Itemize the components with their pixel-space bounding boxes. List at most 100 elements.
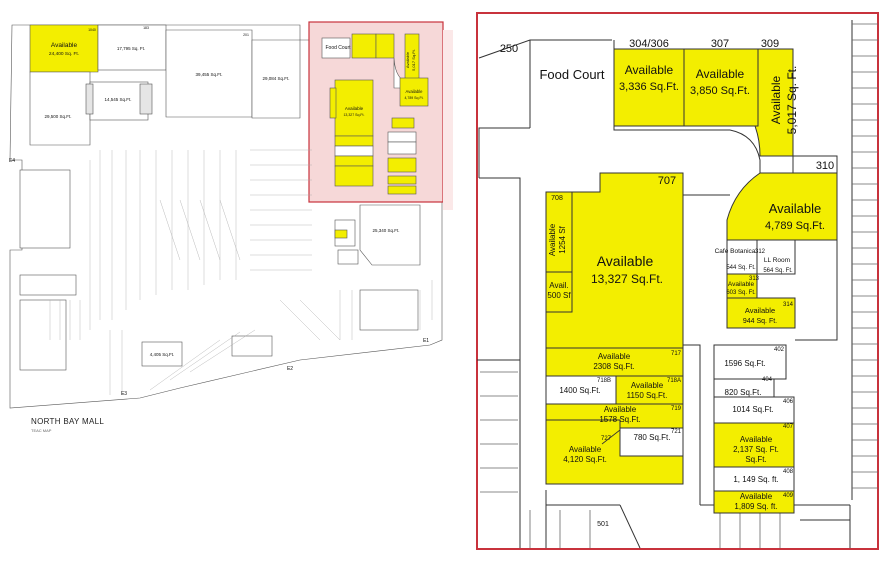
available-label: Available (769, 75, 783, 124)
unit-number: 409 (783, 493, 794, 499)
unit-number: 250 (500, 43, 518, 55)
unit-number: 727 (601, 436, 612, 442)
unit-size: 3,850 Sq.Ft. (690, 85, 750, 97)
unit-size: 500 Sf (547, 291, 571, 300)
anchor-available (29, 24, 99, 73)
unit-313 (726, 273, 758, 299)
unit-size: 3,336 Sq.Ft. (619, 81, 679, 93)
unit-avail-500 (545, 271, 573, 313)
map-subtitle: TEAC MAP (31, 428, 52, 433)
unit-number: 408 (783, 469, 794, 475)
overview-map (9, 21, 453, 409)
available-label: Available (625, 63, 674, 77)
unit-number: 718B (597, 378, 611, 384)
east-wall-ticks (480, 23, 878, 548)
unit-size: 13,327 Sq.Ft. (591, 272, 663, 286)
entrance-label: E3 (121, 391, 127, 397)
unit-number: 721 (671, 429, 682, 435)
unit-size: 1254 Sf (558, 225, 567, 253)
unit-309 (754, 48, 794, 157)
available-label: Available (745, 306, 775, 315)
available-label: Available (604, 405, 637, 414)
entrance-label: E4 (9, 158, 15, 164)
tenant-name: LL Room (764, 257, 790, 264)
unit-number: 718A (667, 378, 681, 384)
overview-space-size: 5,017 Sq.Ft. (411, 49, 416, 71)
overview-space-size: 29,084 Sq.Ft. (262, 76, 289, 81)
detail-labels: 250 Food Court 304/306 Available 3,336 S… (500, 38, 834, 528)
available-label: Available (598, 352, 631, 361)
overview-space-size: 4,789 Sq.Ft. (404, 96, 423, 100)
overview-space-size: 39,455 Sq.Ft. (195, 72, 222, 77)
overview-labels: Available 24,400 Sq. Ft. 1040 17,795 Sq.… (9, 26, 429, 397)
overview-space-size: 4,405 Sq.Ft. (150, 352, 175, 357)
unit-size: 1, 149 Sq. ft. (733, 475, 778, 484)
unit-size: 2308 Sq.Ft. (593, 362, 634, 371)
unit-number: 708 (551, 195, 563, 202)
unit-718a (615, 375, 684, 405)
detail-plan (476, 12, 879, 550)
unit-size: 1,809 Sq. ft. (734, 502, 777, 511)
unit-size: 1150 Sq.Ft. (627, 391, 668, 400)
tenant-name: Cafe Botanica (715, 248, 756, 255)
unit-718b (545, 375, 617, 405)
unit-408 (713, 466, 795, 492)
unit-number: 307 (711, 38, 729, 50)
unit-number: 719 (671, 406, 682, 412)
unit-307 (683, 48, 759, 127)
unit-number: 314 (783, 302, 794, 308)
unit-708 (545, 191, 573, 273)
unit-number: 304/306 (629, 38, 669, 50)
overview-unit-number: 183 (143, 26, 149, 30)
overview-space-size: 14,545 Sq.Ft. (104, 97, 131, 102)
unit-size: 603 Sq. Ft. (726, 290, 756, 296)
unit-409 (713, 490, 795, 514)
overview-space-size: 13,327 Sq.Ft. (343, 113, 364, 117)
unit-size: 2,137 Sq. Ft. (733, 445, 779, 454)
available-label: Avail. (549, 281, 568, 290)
unit-406 (713, 396, 795, 424)
overview-space-size: 24,400 Sq. Ft. (49, 51, 79, 57)
available-label: Available (728, 281, 755, 288)
unit-304-306 (613, 48, 685, 127)
available-label: Available (597, 253, 654, 269)
unit-314 (726, 297, 796, 329)
unit-ll-room (756, 239, 796, 275)
unit-number: 717 (671, 351, 682, 357)
unit-number: 313 (749, 276, 760, 282)
overview-available-label: Available (345, 106, 364, 111)
available-label: Available (696, 67, 745, 81)
overview-available-label: Available (51, 42, 78, 49)
overview-unit-number: 201 (243, 33, 249, 37)
unit-number: 407 (783, 424, 794, 430)
unit-407 (713, 422, 795, 468)
unit-size: 820 Sq.Ft. (725, 388, 762, 397)
overview-space-size: 25,340 Sq.Ft. (372, 228, 399, 233)
overview-food-court-label: Food Court (325, 45, 351, 51)
available-label: Available (740, 492, 773, 501)
unit-size: 1578 Sq.Ft. (599, 415, 640, 424)
overview-available-label: Available (405, 51, 410, 68)
parking-lots (49, 149, 433, 395)
overview-space-size: 29,500 Sq.Ft. (44, 114, 71, 119)
unit-size: 1400 Sq.Ft. (559, 386, 600, 395)
unit-size: 5,017 Sq. Ft. (785, 66, 799, 135)
unit-number: 310 (816, 160, 834, 172)
unit-size: 4,789 Sq.Ft. (765, 220, 825, 232)
unit-size: 4,120 Sq.Ft. (563, 455, 607, 464)
entrance-label: E2 (287, 366, 293, 372)
overview-unit-number: 1040 (88, 28, 96, 32)
food-court-label: Food Court (539, 67, 604, 82)
unit-310 (726, 172, 838, 241)
unit-number: 406 (783, 399, 794, 405)
unit-size: 544 Sq. Ft. (726, 265, 756, 271)
unit-727 (545, 419, 684, 485)
overview-available-label: Available (406, 89, 424, 94)
available-label: Available (631, 381, 664, 390)
available-label: Available (548, 223, 557, 256)
unit-number: 707 (658, 175, 676, 187)
unit-717 (545, 347, 684, 377)
unit-number: 312 (755, 249, 766, 255)
